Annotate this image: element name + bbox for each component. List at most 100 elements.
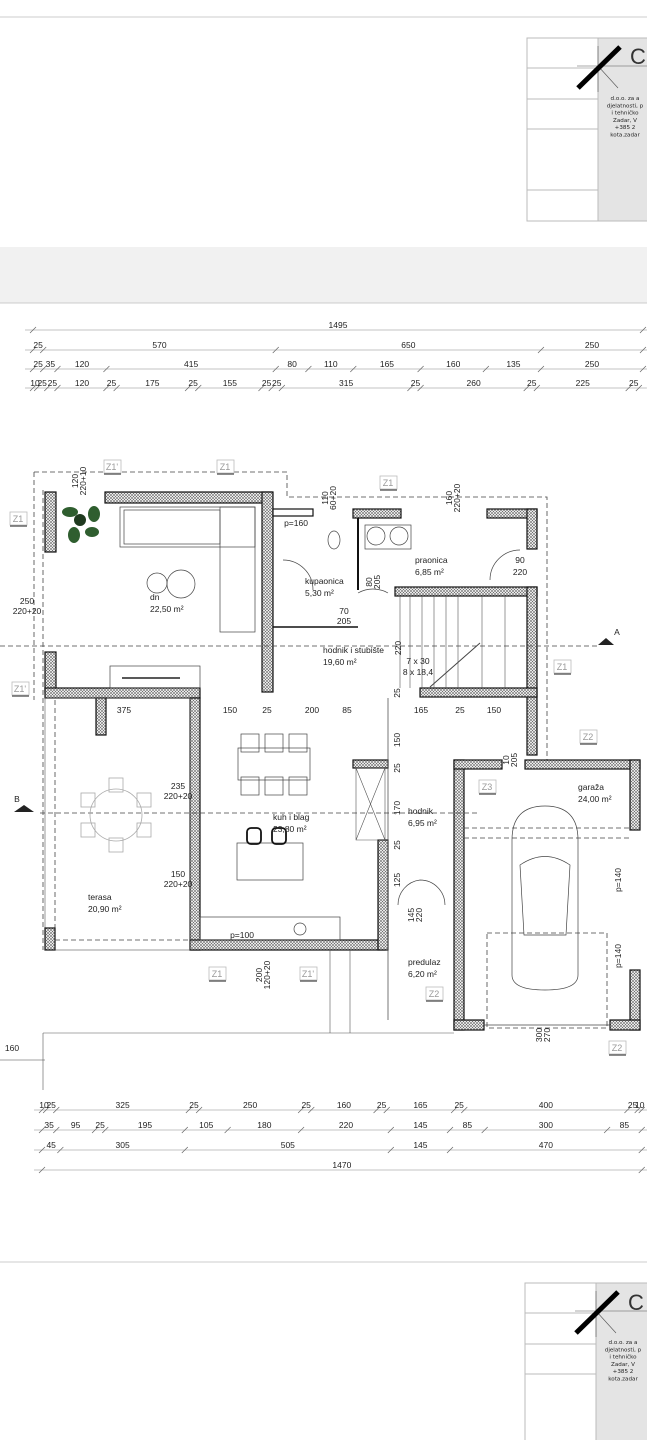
- dimension-annotation: 200: [305, 705, 319, 715]
- dimension-label: 25: [629, 378, 639, 388]
- dimension-tick: [113, 384, 120, 392]
- dimension-tick: [523, 384, 530, 392]
- dimension-tick: [481, 1126, 488, 1134]
- dimension-tick: [272, 365, 280, 373]
- dimension-label: 25: [411, 378, 421, 388]
- dimension-annotation: 220+10: [78, 466, 88, 495]
- dimension-tick: [39, 346, 47, 354]
- dimension-label: 250: [585, 340, 599, 350]
- dimension-tick: [373, 1106, 380, 1114]
- zone-tag-box: [208, 966, 227, 981]
- section-marker-a-icon: [598, 638, 614, 645]
- room-area: 6,20 m²: [408, 969, 437, 979]
- dimension-tick: [603, 1126, 611, 1134]
- room-name: garaža: [578, 782, 604, 792]
- dimension-annotation: 150: [171, 869, 185, 879]
- dimension-tick: [417, 384, 424, 392]
- dimension-label: 175: [145, 378, 159, 388]
- dimension-label: 35: [46, 359, 56, 369]
- building-outline: [0, 471, 641, 1090]
- room-name: terasa: [88, 892, 112, 902]
- dimension-tick: [185, 1106, 193, 1114]
- section-label: B: [14, 794, 20, 804]
- zone-tag-box: [216, 459, 235, 474]
- dimension-tick: [383, 1106, 391, 1114]
- dimension-label: 25: [188, 378, 198, 388]
- zone-tag: Z2: [429, 989, 440, 999]
- dimension-label: 25: [454, 1100, 464, 1110]
- outdoor-table-icon: [80, 777, 152, 853]
- dimension-annotation: 270: [542, 1028, 552, 1042]
- dimension-label: 250: [243, 1100, 257, 1110]
- dimension-annotation: 220+20: [452, 483, 462, 512]
- dimension-tick: [450, 1106, 458, 1114]
- dimension-annotation: 205: [372, 575, 382, 589]
- dimension-label: 220: [339, 1120, 353, 1130]
- dimension-label: 325: [115, 1100, 129, 1110]
- room-area: 23,80 m²: [273, 824, 307, 834]
- dimension-tick: [638, 1166, 646, 1174]
- dimension-annotation: 165: [414, 705, 428, 715]
- dimension-annotation: 25: [392, 840, 402, 850]
- zone-tag: Z3: [482, 782, 493, 792]
- dimension-label: 25: [377, 1100, 387, 1110]
- furniture: [62, 506, 579, 991]
- dimension-tick: [181, 1126, 189, 1134]
- section-labels: AB: [14, 627, 620, 804]
- dimension-tick: [638, 1106, 646, 1114]
- dimension-annotation: 170: [392, 801, 402, 815]
- dimension-annotation: 110: [320, 491, 330, 505]
- dimension-tick: [29, 365, 37, 373]
- dimension-label: 25: [107, 378, 117, 388]
- dimension-tick: [103, 384, 110, 392]
- dimension-label: 25: [37, 378, 47, 388]
- dimension-annotation: 220: [414, 908, 424, 922]
- dimension-annotation: 220+20: [164, 791, 193, 801]
- room-area: 5,30 m²: [305, 588, 334, 598]
- title-block-line: kota.zadar: [610, 133, 640, 139]
- dimension-tick: [44, 384, 51, 392]
- title-block-line: i tehničko: [609, 1354, 637, 1361]
- dimension-tick: [537, 365, 545, 373]
- zone-tag: Z2: [612, 1043, 623, 1053]
- dimension-annotation: 150: [392, 733, 402, 747]
- dimension-annotation: 25: [392, 688, 402, 698]
- dimension-annotation: 85: [342, 705, 352, 715]
- title-block-line: +385 2: [613, 1369, 634, 1375]
- dimension-label: 120: [75, 359, 89, 369]
- dimension-annotation: 220+20: [13, 606, 42, 616]
- title-block-line: d.o.o. za a: [611, 96, 640, 102]
- dimension-tick: [38, 1166, 46, 1174]
- dimension-label: 225: [576, 378, 590, 388]
- dimension-label: 1495: [329, 320, 348, 330]
- dimension-label: 95: [71, 1120, 81, 1130]
- dimension-tick: [625, 384, 632, 392]
- dimension-label: 160: [337, 1100, 351, 1110]
- dimension-annotation: 25: [455, 705, 465, 715]
- dimension-tick: [624, 1106, 631, 1114]
- section-label: A: [614, 627, 620, 637]
- title-block-line: djelatnosti, p: [605, 1347, 642, 1353]
- plant-icon: [62, 506, 100, 543]
- zone-tag: Z1': [302, 969, 315, 979]
- dimension-tick: [103, 365, 110, 373]
- dimension-label: 25: [48, 378, 58, 388]
- dimension-label: 25: [46, 1100, 56, 1110]
- room-area: 19,60 m²: [323, 657, 357, 667]
- title-block-line: +385 2: [615, 125, 636, 131]
- dimension-tick: [268, 384, 275, 392]
- room-name: kupaonica: [305, 576, 344, 586]
- dimension-label: 180: [257, 1120, 271, 1130]
- dimension-label: 145: [413, 1140, 427, 1150]
- dining-table-icon: [237, 733, 311, 796]
- dimension-label: 35: [44, 1120, 54, 1130]
- dimension-annotation: 205: [509, 753, 519, 767]
- dimension-tick: [54, 384, 61, 392]
- zone-tag-box: [379, 475, 398, 490]
- dimension-label: 160: [446, 359, 460, 369]
- dimension-label: 415: [184, 359, 198, 369]
- dimension-tick: [446, 1146, 454, 1154]
- dimension-label: 85: [620, 1120, 630, 1130]
